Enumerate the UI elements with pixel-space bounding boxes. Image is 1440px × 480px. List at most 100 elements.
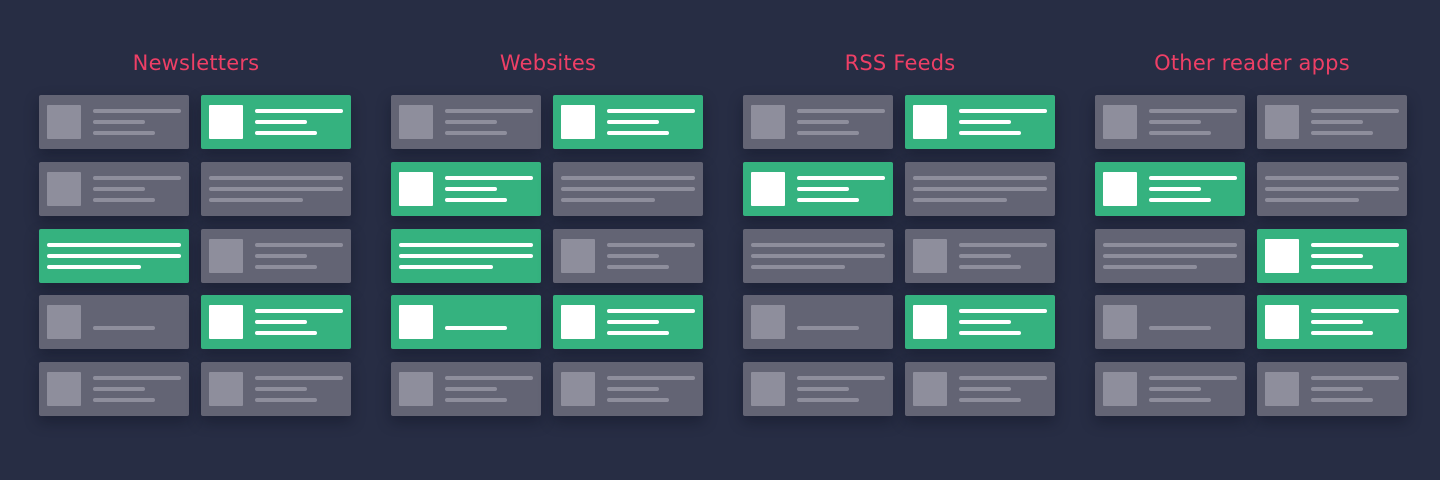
- card-text-line: [797, 131, 859, 135]
- content-card: [1257, 95, 1407, 149]
- card-text-line: [607, 265, 669, 269]
- content-card: [1257, 162, 1407, 216]
- card-text-line: [1311, 398, 1373, 402]
- card-text-line: [751, 254, 885, 258]
- card-text-line: [1103, 243, 1237, 247]
- card-text-line: [751, 265, 845, 269]
- card-text-line: [959, 131, 1021, 135]
- card-thumbnail: [399, 305, 433, 339]
- card-text-line: [959, 387, 1011, 391]
- content-card: [743, 95, 893, 149]
- card-thumbnail: [751, 105, 785, 139]
- card-thumbnail: [1265, 305, 1299, 339]
- highlighted-content-card: [553, 295, 703, 349]
- card-text-line: [797, 326, 859, 330]
- card-thumbnail: [1265, 105, 1299, 139]
- card-thumbnail: [913, 239, 947, 273]
- card-text-line: [959, 243, 1047, 247]
- card-text-line: [255, 376, 343, 380]
- card-text-line: [255, 387, 307, 391]
- card-thumbnail: [47, 172, 81, 206]
- card-text-line: [445, 326, 507, 330]
- card-text-line: [47, 265, 141, 269]
- card-text-line: [797, 176, 885, 180]
- content-card: [905, 162, 1055, 216]
- highlighted-content-card: [1257, 229, 1407, 283]
- card-text-line: [797, 398, 859, 402]
- card-thumbnail: [561, 372, 595, 406]
- card-text-line: [1149, 387, 1201, 391]
- card-text-line: [399, 254, 533, 258]
- card-text-line: [93, 131, 155, 135]
- card-thumbnail: [209, 239, 243, 273]
- highlighted-content-card: [391, 162, 541, 216]
- content-card: [1095, 95, 1245, 149]
- card-text-line: [445, 387, 497, 391]
- card-text-line: [1311, 243, 1399, 247]
- highlighted-content-card: [905, 295, 1055, 349]
- card-text-line: [959, 331, 1021, 335]
- card-text-line: [1311, 254, 1363, 258]
- card-text-line: [1311, 320, 1363, 324]
- card-text-line: [797, 387, 849, 391]
- card-text-line: [93, 176, 181, 180]
- highlighted-content-card: [201, 95, 351, 149]
- card-text-line: [445, 198, 507, 202]
- card-thumbnail: [561, 239, 595, 273]
- card-text-line: [93, 120, 145, 124]
- content-card: [201, 162, 351, 216]
- card-text-line: [607, 120, 659, 124]
- card-text-line: [47, 254, 181, 258]
- card-text-line: [1311, 109, 1399, 113]
- card-text-line: [255, 109, 343, 113]
- content-card: [743, 229, 893, 283]
- card-thumbnail: [913, 105, 947, 139]
- content-card: [1257, 362, 1407, 416]
- card-text-line: [797, 198, 859, 202]
- group-rss-feeds: RSS Feeds: [743, 0, 1057, 480]
- card-text-line: [607, 387, 659, 391]
- highlighted-content-card: [1257, 295, 1407, 349]
- card-thumbnail: [209, 305, 243, 339]
- card-text-line: [607, 331, 669, 335]
- card-text-line: [561, 176, 695, 180]
- content-card: [905, 229, 1055, 283]
- highlighted-content-card: [391, 229, 541, 283]
- card-text-line: [607, 376, 695, 380]
- card-text-line: [255, 331, 317, 335]
- card-thumbnail: [399, 172, 433, 206]
- content-card: [201, 362, 351, 416]
- content-card: [39, 162, 189, 216]
- card-thumbnail: [1103, 372, 1137, 406]
- card-text-line: [255, 120, 307, 124]
- card-text-line: [1311, 131, 1373, 135]
- card-text-line: [1149, 376, 1237, 380]
- content-card: [553, 162, 703, 216]
- card-text-line: [255, 398, 317, 402]
- group-title: Other reader apps: [1154, 51, 1350, 75]
- card-text-line: [1265, 198, 1359, 202]
- group-title: RSS Feeds: [844, 51, 956, 75]
- card-text-line: [959, 254, 1011, 258]
- card-text-line: [959, 265, 1021, 269]
- card-text-line: [399, 265, 493, 269]
- card-text-line: [797, 109, 885, 113]
- card-text-line: [255, 265, 317, 269]
- card-text-line: [209, 176, 343, 180]
- highlighted-content-card: [201, 295, 351, 349]
- card-text-line: [561, 198, 655, 202]
- card-text-line: [445, 398, 507, 402]
- content-card: [39, 95, 189, 149]
- card-text-line: [445, 187, 497, 191]
- content-card: [391, 95, 541, 149]
- card-thumbnail: [1265, 239, 1299, 273]
- card-text-line: [255, 309, 343, 313]
- group-title: Newsletters: [132, 51, 260, 75]
- card-text-line: [913, 187, 1047, 191]
- highlighted-content-card: [391, 295, 541, 349]
- card-thumbnail: [561, 305, 595, 339]
- card-text-line: [1149, 187, 1201, 191]
- content-card: [1095, 295, 1245, 349]
- card-thumbnail: [209, 372, 243, 406]
- card-text-line: [607, 320, 659, 324]
